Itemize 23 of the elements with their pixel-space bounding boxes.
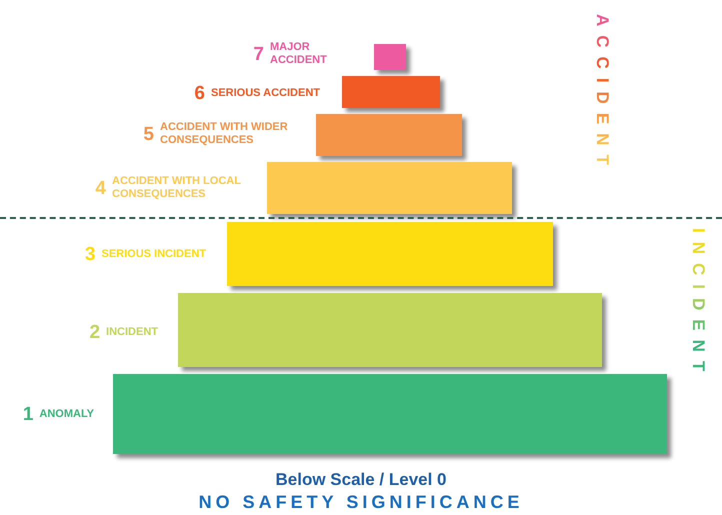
level-name: INCIDENT [106, 326, 158, 338]
level-number: 4 [95, 178, 106, 198]
level-bar [374, 44, 406, 70]
level-number: 5 [143, 124, 154, 144]
level-name: ACCIDENT WITH WIDER CONSEQUENCES [160, 121, 289, 147]
level-bar [267, 162, 512, 214]
level-number: 1 [22, 404, 34, 424]
level-name: SERIOUS ACCIDENT [211, 86, 320, 100]
scale-note: NO SAFETY SIGNIFICANCE [198, 492, 524, 513]
level-number: 6 [194, 84, 205, 102]
level-name: ACCIDENT WITH LOCAL CONSEQUENCES [112, 175, 242, 201]
level-number: 3 [84, 244, 96, 264]
level-name: ANOMALY [39, 408, 94, 420]
level-bar [178, 293, 602, 367]
level-bar [316, 114, 462, 156]
level-number: 2 [89, 322, 100, 342]
level-bar [227, 222, 553, 286]
level-bar [113, 374, 667, 454]
scale-note: Below Scale / Level 0 [274, 470, 448, 490]
level-name: SERIOUS INCIDENT [101, 248, 206, 260]
level-bar [342, 76, 440, 108]
level-number: 7 [253, 44, 264, 64]
level-name: MAJOR ACCIDENT [270, 41, 328, 67]
